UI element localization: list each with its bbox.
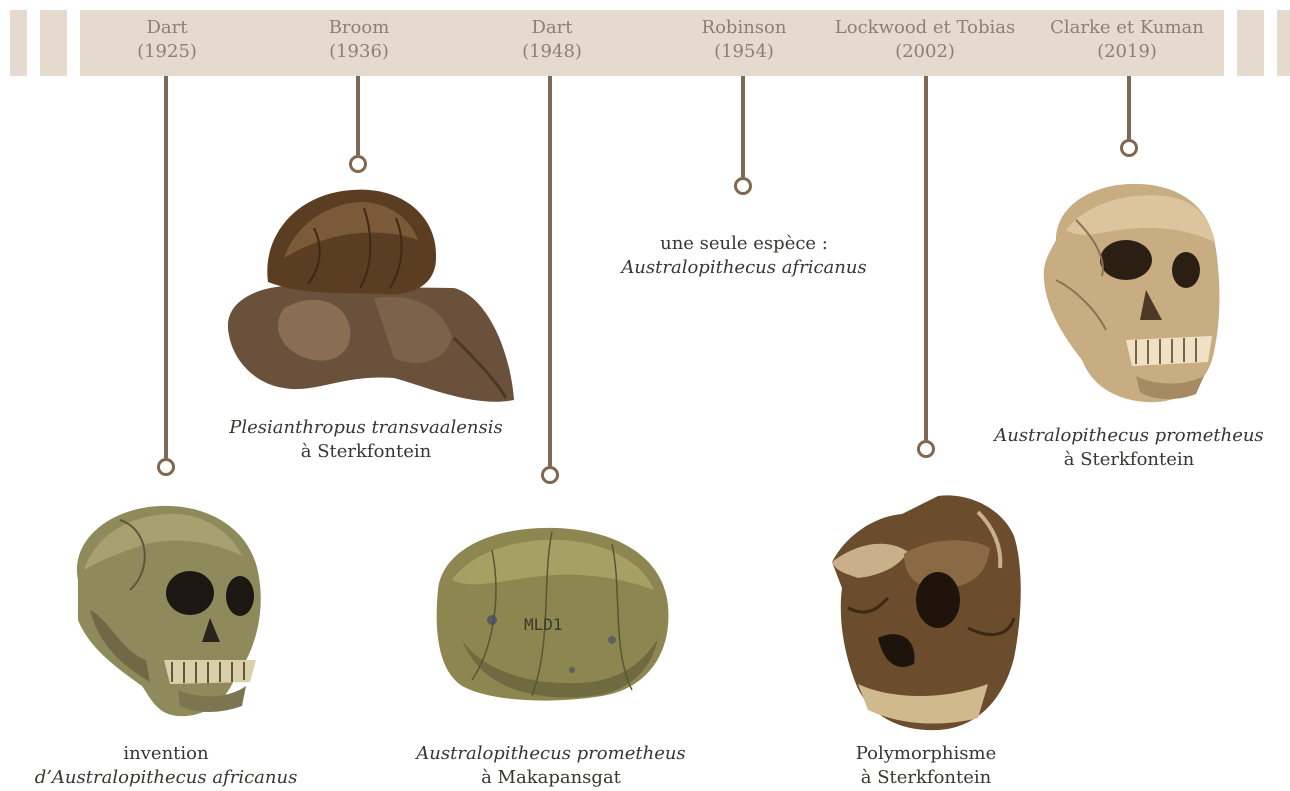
header-author: Dart bbox=[442, 16, 662, 40]
timeline-edge-left-outer bbox=[10, 10, 27, 76]
fossil-inscription-mld1: MLD1 bbox=[524, 615, 563, 634]
connector-line-broom-1936 bbox=[356, 76, 360, 155]
header-author: Clarke et Kuman bbox=[1017, 16, 1237, 40]
connector-dot-broom-1936 bbox=[349, 155, 367, 173]
caption-line1: une seule espèce : bbox=[584, 232, 904, 256]
caption-line1: invention bbox=[6, 742, 326, 766]
timeline-header-lockwood-tobias-2002: Lockwood et Tobias (2002) bbox=[815, 16, 1035, 64]
caption-line1: Plesianthropus transvaalensis bbox=[206, 416, 526, 440]
caption-line1: Australopithecus prometheus bbox=[391, 742, 711, 766]
header-author: Lockwood et Tobias bbox=[815, 16, 1035, 40]
connector-dot-robinson-1954 bbox=[734, 177, 752, 195]
caption-broom-1936: Plesianthropus transvaalensis à Sterkfon… bbox=[206, 416, 526, 464]
connector-dot-dart-1925 bbox=[157, 458, 175, 476]
sterkfontein-polymorphism-skull-image bbox=[818, 488, 1028, 734]
connector-dot-dart-1948 bbox=[541, 466, 559, 484]
caption-line1: Australopithecus prometheus bbox=[969, 424, 1289, 448]
connector-line-clarke-2019 bbox=[1127, 76, 1131, 139]
header-year: (1936) bbox=[249, 40, 469, 64]
header-year: (2002) bbox=[815, 40, 1035, 64]
caption-line2: d’Australopithecus africanus bbox=[6, 766, 326, 790]
caption-line2: à Makapansgat bbox=[391, 766, 711, 790]
connector-dot-clarke-2019 bbox=[1120, 139, 1138, 157]
header-year: (2019) bbox=[1017, 40, 1237, 64]
header-year: (1948) bbox=[442, 40, 662, 64]
header-author: Broom bbox=[249, 16, 469, 40]
little-foot-skull-image bbox=[1036, 180, 1224, 406]
makapansgat-skull-cap-image: MLD1 bbox=[432, 520, 672, 702]
header-author: Dart bbox=[57, 16, 277, 40]
caption-dart-1948: Australopithecus prometheus à Makapansga… bbox=[391, 742, 711, 790]
timeline-header-dart-1925: Dart (1925) bbox=[57, 16, 277, 64]
header-year: (1925) bbox=[57, 40, 277, 64]
timeline-header-dart-1948: Dart (1948) bbox=[442, 16, 662, 64]
connector-line-dart-1948 bbox=[548, 76, 552, 466]
timeline-header-broom-1936: Broom (1936) bbox=[249, 16, 469, 64]
caption-dart-1925: invention d’Australopithecus africanus bbox=[6, 742, 326, 790]
caption-line2: à Sterkfontein bbox=[206, 440, 526, 464]
connector-line-robinson-1954 bbox=[741, 76, 745, 177]
caption-line2: à Sterkfontein bbox=[766, 766, 1086, 790]
connector-dot-lockwood-2002 bbox=[917, 440, 935, 458]
caption-lockwood-2002: Polymorphisme à Sterkfontein bbox=[766, 742, 1086, 790]
timeline-header-clarke-kuman-2019: Clarke et Kuman (2019) bbox=[1017, 16, 1237, 64]
caption-line2: à Sterkfontein bbox=[969, 448, 1289, 472]
caption-line2: Australopithecus africanus bbox=[584, 256, 904, 280]
caption-robinson-1954: une seule espèce : Australopithecus afri… bbox=[584, 232, 904, 280]
caption-line1: Polymorphisme bbox=[766, 742, 1086, 766]
plesianthropus-fossil-image bbox=[224, 188, 518, 414]
taung-child-skull-image bbox=[60, 500, 272, 720]
connector-line-dart-1925 bbox=[164, 76, 168, 458]
connector-line-lockwood-2002 bbox=[924, 76, 928, 440]
timeline-edge-right-outer bbox=[1277, 10, 1290, 76]
timeline-edge-right-inner bbox=[1237, 10, 1264, 76]
caption-clarke-2019: Australopithecus prometheus à Sterkfonte… bbox=[969, 424, 1289, 472]
